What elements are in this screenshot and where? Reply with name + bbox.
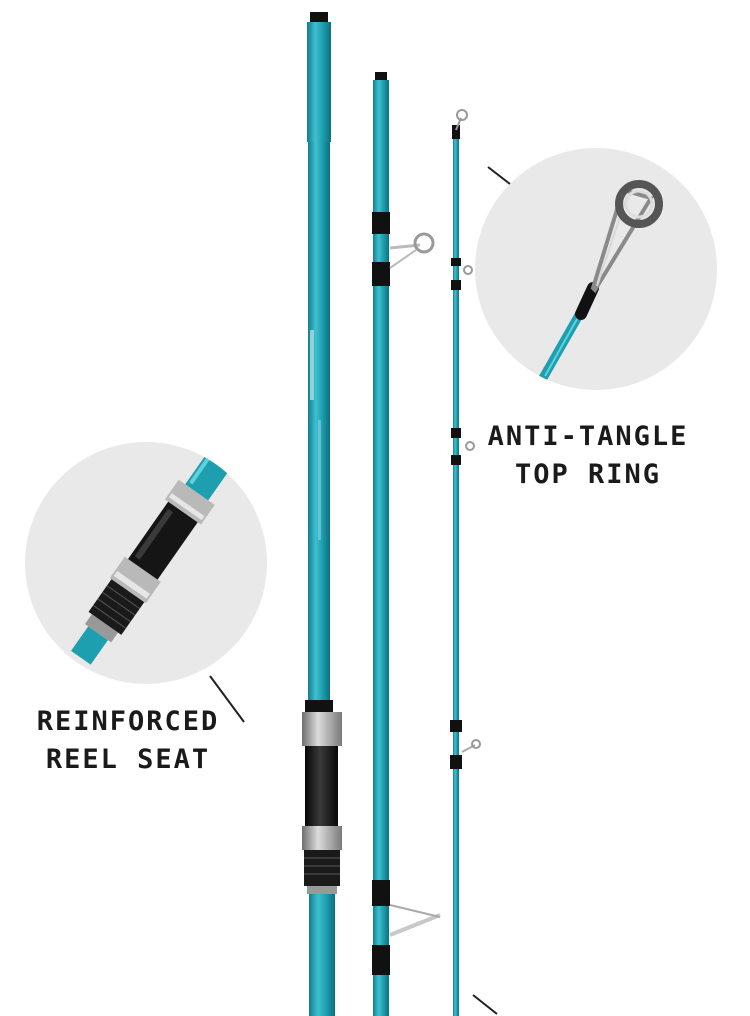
fishing-rod-middle-section <box>372 72 441 1016</box>
reel-seat-label-line2: REEL SEAT <box>45 744 211 775</box>
reel-seat-label-line1: REINFORCED <box>36 706 220 737</box>
reel-seat-label: REINFORCED REEL SEAT <box>20 703 236 779</box>
reel-seat-icon <box>71 451 232 665</box>
pointer-top-ring <box>487 166 511 185</box>
reel-seat-detail-circle <box>25 442 267 684</box>
pointer-reel-seat <box>209 675 245 723</box>
pointer-bottom <box>472 994 498 1015</box>
line-guide-icon <box>372 880 441 975</box>
fishing-rod-butt-section <box>302 12 342 1016</box>
fishing-rod-tip-section <box>450 109 481 1016</box>
top-ring-icon <box>538 180 663 383</box>
top-ring-detail-circle <box>475 148 717 390</box>
reel-seat-icon <box>302 700 342 894</box>
line-guide-icon <box>372 212 435 286</box>
top-ring-label-line2: TOP RING <box>514 459 662 490</box>
top-ring-label: ANTI-TANGLE TOP RING <box>480 418 696 494</box>
top-ring-label-line1: ANTI-TANGLE <box>487 421 689 452</box>
